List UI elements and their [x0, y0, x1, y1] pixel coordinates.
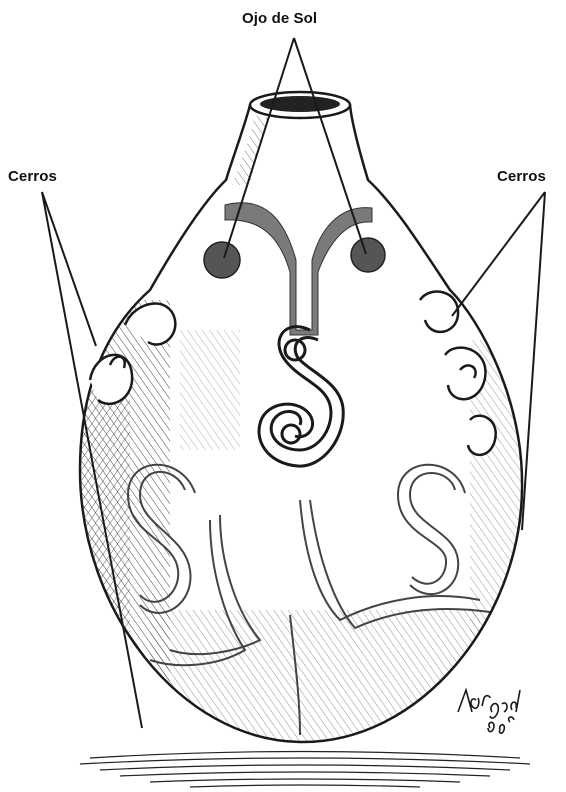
- ground-shadow: [80, 752, 530, 788]
- leader-cerros-left-1: [42, 192, 96, 346]
- artist-signature: [458, 690, 520, 733]
- sun-eye-right: [351, 238, 385, 272]
- leader-cerros-right-2: [522, 192, 545, 530]
- leader-cerros-right-1: [452, 192, 545, 316]
- sun-eye-left: [204, 242, 240, 278]
